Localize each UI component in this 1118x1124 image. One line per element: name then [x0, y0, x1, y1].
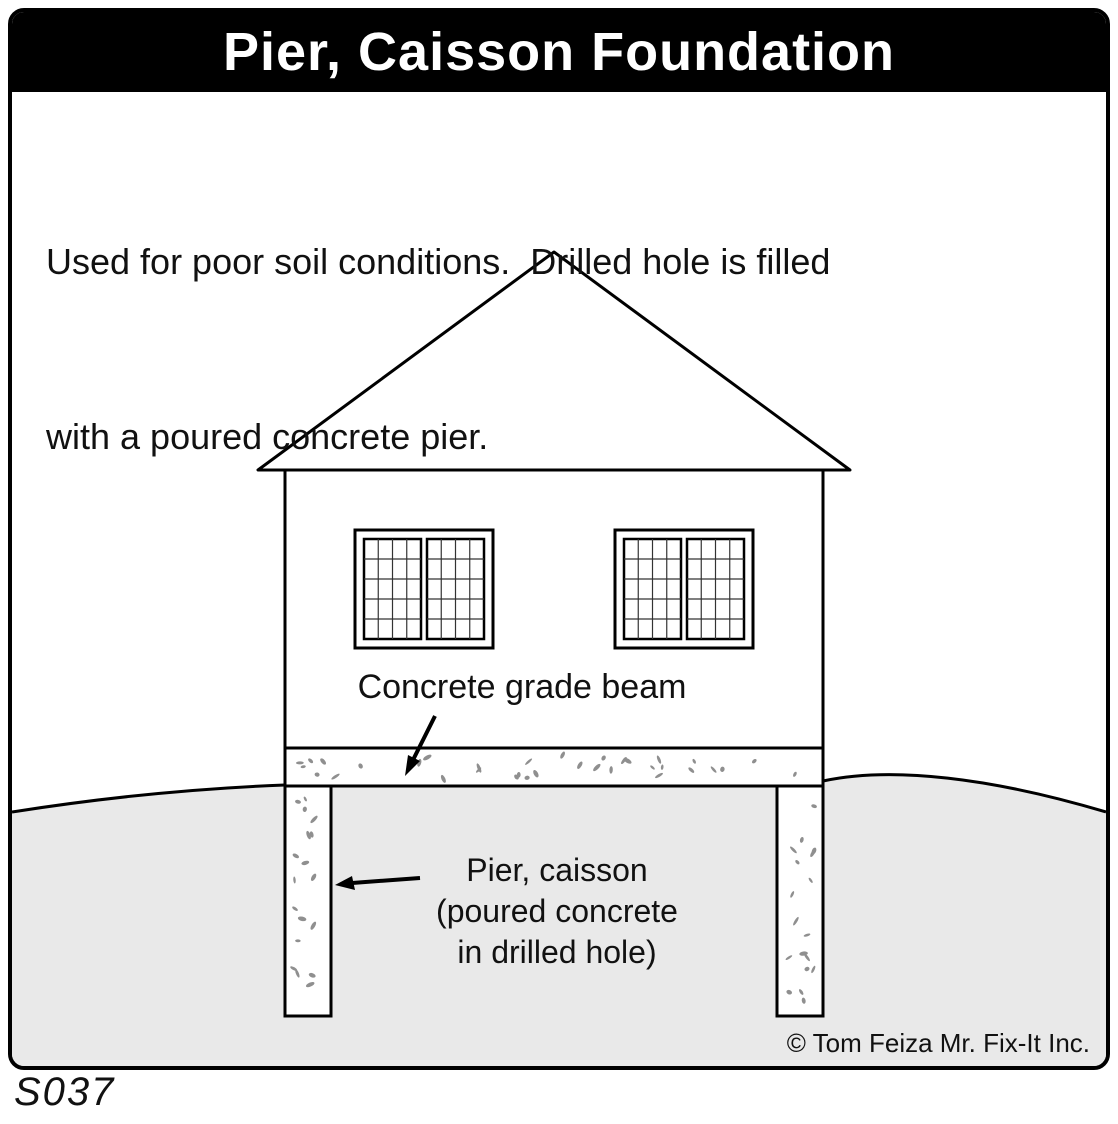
concrete-speckle [811, 847, 817, 855]
concrete-speckle [295, 969, 300, 978]
description-line-1: Used for poor soil conditions. Drilled h… [46, 240, 831, 282]
grade-beam [283, 746, 825, 788]
description-line-2: with a poured concrete pier. [46, 415, 489, 457]
windows [353, 528, 755, 650]
concrete-speckle [314, 772, 320, 777]
concrete-speckle [609, 766, 613, 774]
pier-label-line-3: in drilled hole) [457, 933, 657, 970]
pier-arrowhead [335, 876, 355, 890]
concrete-speckle [297, 916, 307, 922]
pier-arrow-line [351, 876, 421, 885]
concrete-speckle [296, 761, 304, 765]
concrete-speckle [560, 751, 565, 759]
concrete-speckle [601, 755, 606, 761]
pier-left [283, 784, 333, 1018]
concrete-speckle [308, 758, 314, 764]
concrete-speckle [295, 799, 301, 804]
concrete-speckle [790, 891, 795, 898]
grade-beam-arrowhead [405, 755, 420, 776]
pier-right [775, 784, 825, 1018]
concrete-speckle [710, 766, 717, 773]
concrete-speckle [310, 815, 318, 824]
concrete-speckle [811, 804, 817, 809]
concrete-speckle [310, 873, 317, 881]
concrete-speckle [476, 763, 482, 773]
concrete-speckle [310, 921, 317, 930]
concrete-speckle [475, 767, 482, 773]
ground-line-right [822, 773, 1106, 814]
description-text: Used for poor soil conditions. Drilled h… [46, 116, 830, 583]
concrete-speckle [423, 754, 432, 761]
concrete-speckle [525, 758, 533, 765]
roof [256, 250, 852, 472]
concrete-speckle [650, 765, 655, 770]
foundation-diagram [12, 250, 1106, 1066]
concrete-speckle [799, 836, 804, 843]
concrete-speckle [292, 906, 298, 911]
concrete-speckle [803, 933, 811, 937]
concrete-speckle [793, 771, 797, 777]
concrete-speckle [577, 761, 583, 769]
concrete-speckle [790, 846, 797, 854]
title-bar: Pier, Caisson Foundation [12, 12, 1106, 92]
concrete-speckle [655, 772, 663, 779]
concrete-speckle [801, 997, 806, 1004]
ground-line-left [12, 783, 286, 814]
concrete-speckle [440, 774, 446, 783]
concrete-speckle [292, 853, 299, 859]
concrete-speckle [751, 758, 757, 764]
concrete-speckle [302, 806, 307, 812]
grade-beam-arrow-line [409, 715, 437, 765]
grade-beam-label: Concrete grade beam [357, 668, 687, 706]
concrete-speckle [301, 860, 310, 866]
concrete-speckle [308, 972, 316, 978]
concrete-speckle [804, 966, 810, 972]
concrete-speckle [358, 763, 363, 769]
concrete-speckle [656, 755, 662, 764]
concrete-speckle [524, 775, 530, 780]
concrete-speckle [660, 764, 664, 770]
concrete-speckle [795, 860, 800, 865]
diagram-frame: Pier, Caisson Foundation Used for poor s… [8, 8, 1110, 1070]
concrete-speckle [786, 989, 792, 995]
concrete-speckle [331, 773, 340, 780]
concrete-speckle [692, 758, 696, 764]
concrete-speckle [720, 766, 725, 772]
concrete-speckles [290, 751, 817, 1004]
concrete-speckle [798, 989, 804, 995]
concrete-speckle [593, 763, 601, 772]
concrete-speckle [803, 953, 810, 962]
concrete-speckle [793, 916, 799, 926]
concrete-speckle [688, 767, 695, 773]
figure-id: S037 [14, 1070, 116, 1114]
pier-label-line-1: Pier, caisson [466, 852, 648, 888]
page-title: Pier, Caisson Foundation [222, 22, 896, 82]
pier-label: Pier, caisson (poured concrete in drille… [392, 850, 722, 973]
concrete-speckle [303, 796, 307, 802]
concrete-speckle [785, 955, 793, 960]
concrete-speckle [295, 939, 301, 943]
concrete-speckle [811, 965, 816, 974]
concrete-speckle [293, 876, 296, 884]
concrete-speckle [306, 830, 311, 840]
concrete-speckle [533, 769, 539, 778]
pier-label-line-2: (poured concrete [436, 892, 678, 929]
concrete-speckle [623, 757, 632, 764]
concrete-speckle [320, 758, 327, 765]
concrete-speckle [300, 765, 306, 769]
concrete-speckle [305, 981, 315, 988]
concrete-speckle [309, 831, 314, 838]
arrows [335, 715, 437, 890]
concrete-speckle [516, 772, 521, 778]
concrete-speckle [808, 877, 813, 883]
copyright-text: © Tom Feiza Mr. Fix-It Inc. [786, 1028, 1090, 1058]
